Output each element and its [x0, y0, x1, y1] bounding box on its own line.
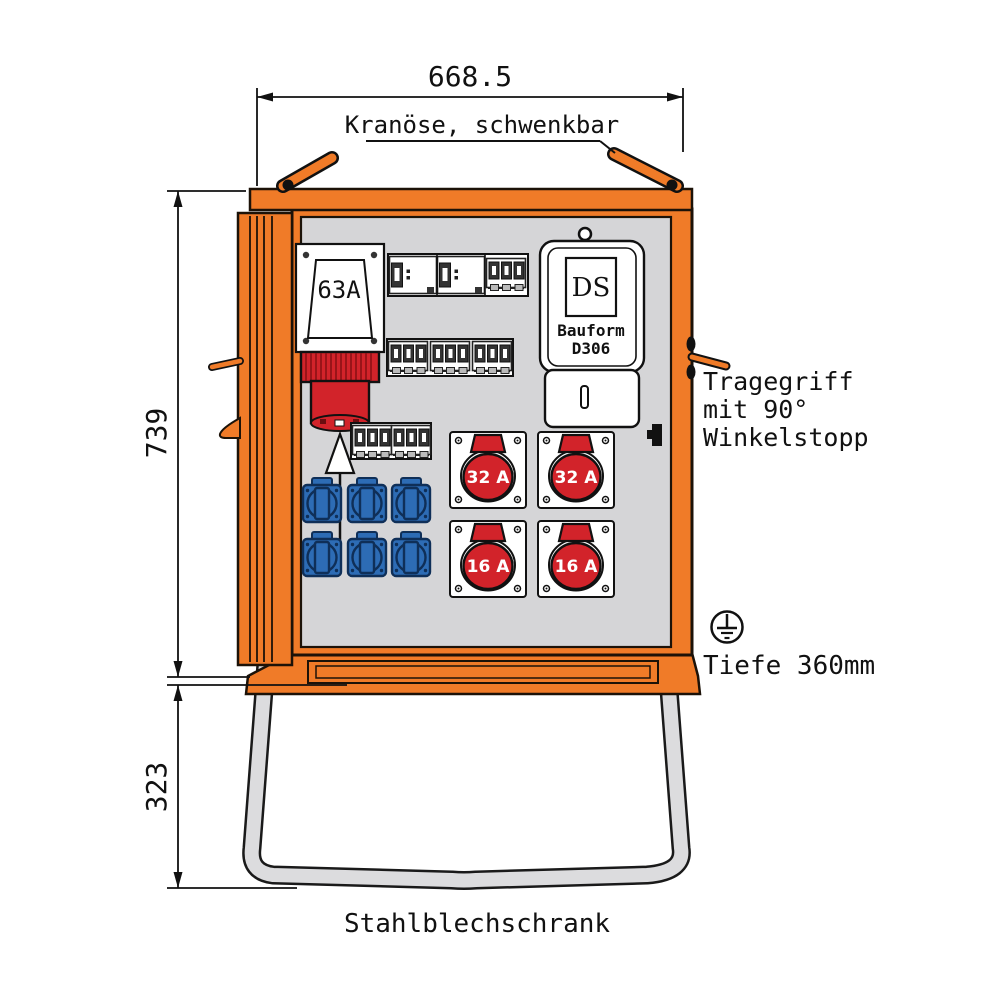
crane-eye-annotation: Kranöse, schwenkbar [345, 111, 620, 154]
handle-label-line2: mit 90° [703, 395, 808, 424]
schuko-socket [346, 530, 388, 578]
door-hinge-tab [218, 416, 241, 439]
meter-display-label: DS [572, 273, 611, 303]
width-dimension-value: 668.5 [428, 60, 512, 93]
stand-dimension-value: 323 [140, 762, 173, 813]
door-hinge-pin [208, 357, 244, 371]
stand-frame [242, 649, 691, 890]
schuko-socket [390, 476, 432, 524]
handle-label-line3: Winkelstopp [703, 423, 869, 452]
meter-seal-slot [580, 385, 589, 409]
inlet-collar [299, 350, 381, 384]
socket-rating-label: 32 A [555, 468, 599, 488]
cee-socket-16a-1: 16 A [448, 519, 528, 599]
earth-symbol-icon [710, 610, 744, 644]
meter-terminal-cover [543, 368, 641, 429]
meter-bauform-line1: Bauform [557, 321, 625, 340]
crane-eye-left [276, 151, 339, 193]
crane-eye-right [607, 147, 684, 193]
cee-socket-32a-1: 32 A [448, 430, 528, 510]
socket-rating-label: 32 A [467, 468, 511, 488]
kwh-meter: DS Bauform D306 [538, 226, 646, 429]
cabinet-door-open [208, 211, 294, 667]
inlet-rating-label: 63A [317, 276, 361, 304]
height-dimension: 739 [140, 190, 250, 678]
door-latch [647, 424, 662, 446]
cabinet-roof [248, 187, 694, 212]
handle-label-line1: Tragegriff [703, 367, 854, 396]
handle-annotation: Tragegriff mit 90° Winkelstopp [703, 367, 869, 452]
meter-hanger-loop [577, 226, 593, 242]
schuko-socket [301, 476, 343, 524]
carry-handle [686, 336, 731, 380]
mcb-row-1 [386, 338, 514, 377]
width-dimension: 668.5 [256, 60, 684, 186]
socket-rating-label: 16 A [467, 557, 511, 577]
depth-label: Tiefe 360mm [703, 651, 875, 681]
cee-inlet-63a: 63A [294, 242, 386, 432]
schuko-socket [346, 476, 388, 524]
mcb-row-2 [350, 422, 432, 460]
height-dimension-value: 739 [140, 408, 173, 459]
socket-rating-label: 16 A [555, 557, 599, 577]
cee-socket-16a-2: 16 A [536, 519, 616, 599]
meter-window [564, 256, 618, 318]
rcd-mcb-row [387, 253, 529, 297]
schuko-socket [301, 530, 343, 578]
schuko-socket [390, 530, 432, 578]
cabinet-bottom-skirt [244, 651, 702, 696]
cee-socket-32a-2: 32 A [536, 430, 616, 510]
crane-eye-label: Kranöse, schwenkbar [345, 111, 620, 139]
meter-bauform-line2: D306 [572, 339, 611, 358]
stand-dimension: 323 [140, 684, 347, 889]
cabinet-type-label: Stahlblechschrank [344, 909, 610, 939]
